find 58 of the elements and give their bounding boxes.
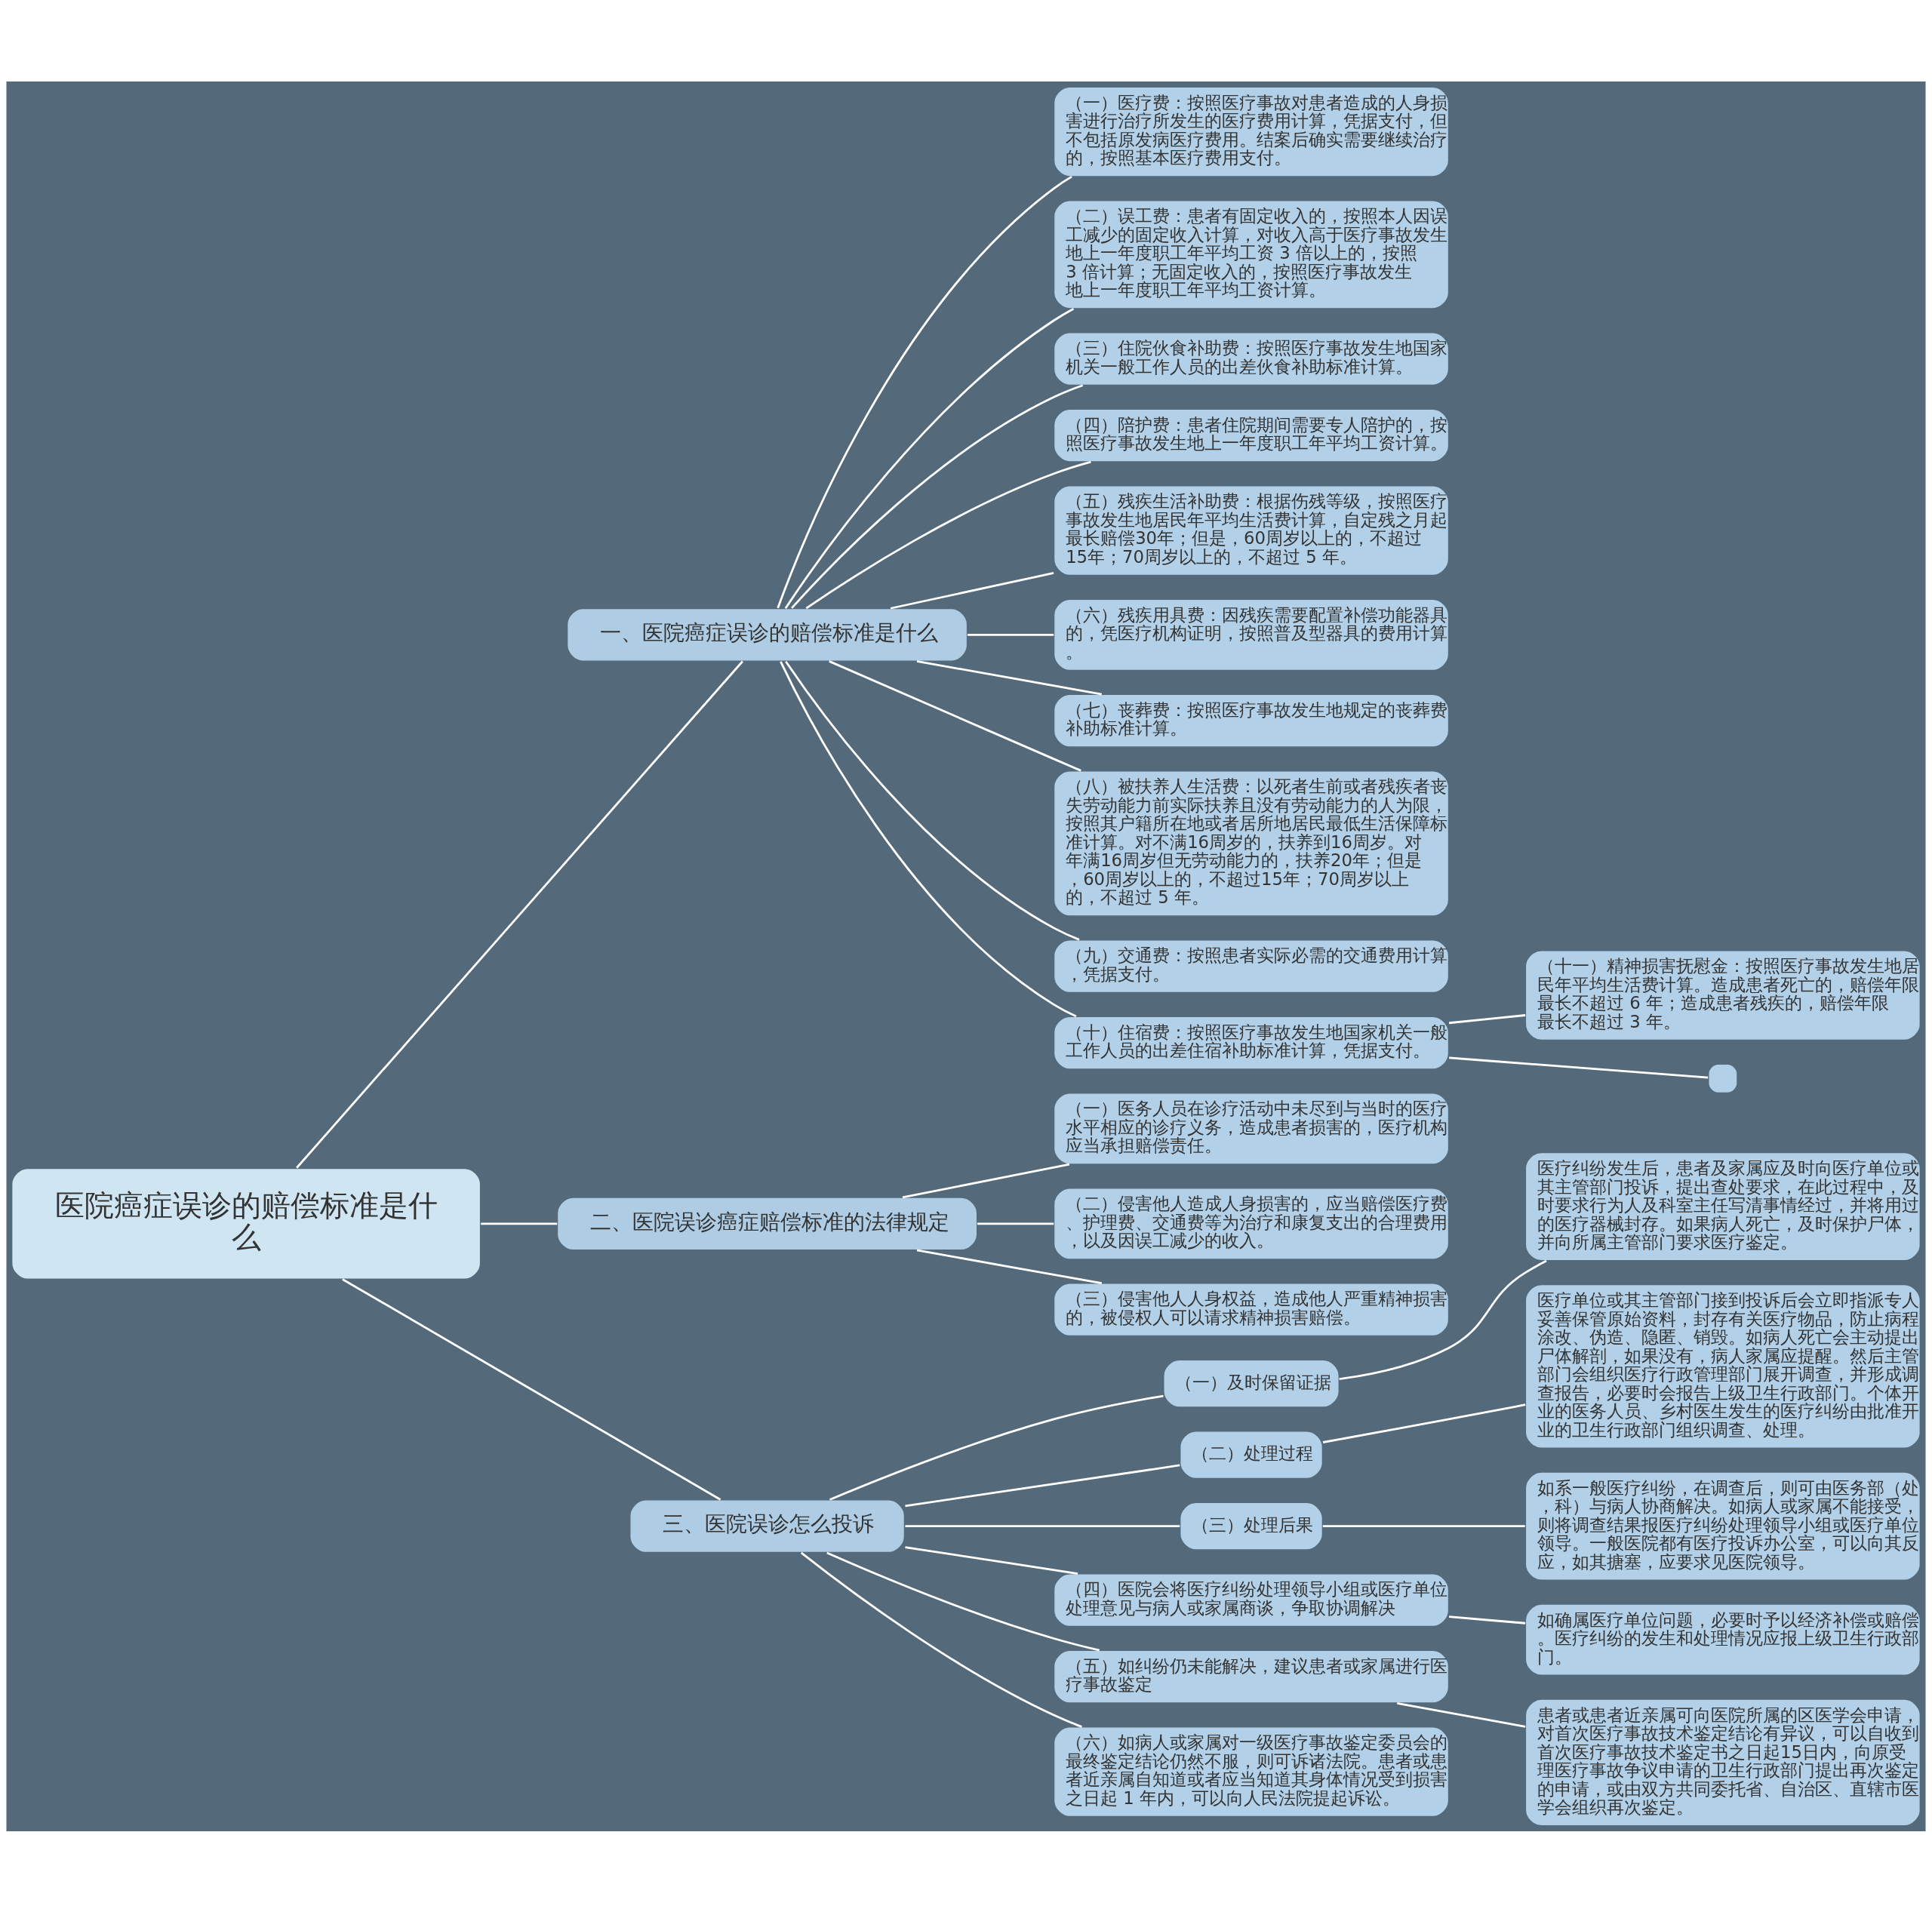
node-box: （一）医务人员在诊疗活动中未尽到与当时的医疗水平相应的诊疗义务，造成患者损害的，医疗机构应当承担赔偿责任。 <box>1053 1092 1450 1165</box>
node-box: （一）医疗费：按照医疗事故对患者造成的人身损害进行治疗所发生的医疗费用计算，凭据支付，但不包括原发病医疗费用。结案后确实需要继续治疗的，按照基本医疗费用支付。 <box>1053 85 1450 177</box>
connector <box>967 633 1054 636</box>
connector <box>784 307 1075 609</box>
connector <box>905 1464 1180 1507</box>
node-box: 医疗纠纷发生后，患者及家属应及时向医疗单位或其主管部门投诉，提出查处要求，在此过程中，及时要求行为人及科室主任写清事情经过，并将用过的医疗器械封存。如果病人死亡，及时保护尸体，并向所属主管部门要求医疗鉴定。 <box>1524 1151 1921 1262</box>
node-box: 一、医院癌症误诊的赔偿标准是什么 <box>566 607 968 662</box>
connector <box>1449 1013 1526 1024</box>
node-box: （五）如纠纷仍未能解决，建议患者或家属进行医疗事故鉴定 <box>1053 1649 1450 1704</box>
connector <box>916 1249 1103 1284</box>
connector <box>1449 1615 1526 1625</box>
node-box: （九）交通费：按照患者实际必需的交通费用计算，凭据支付。 <box>1053 939 1450 993</box>
node-box: 三、医院误诊怎么投诉 <box>629 1499 906 1554</box>
node-box: （八）被扶养人生活费：以死者生前或者残疾者丧失劳动能力前实际扶养且没有劳动能力的人为限，按照其户籍所在地或者居所地居民最低生活保障标准计算。对不满16周岁的，扶养到16周岁。对年满16周岁但无劳动能力的，扶养20年；但是，60周岁以上的，不超过15年；70周岁以上的，不超过 5 年。 <box>1053 770 1450 917</box>
connector <box>777 175 1072 608</box>
connector <box>1322 1524 1525 1527</box>
connector <box>791 383 1084 609</box>
node-box: （五）残疾生活补助费：根据伤残等级，按照医疗事故发生地居民年平均生活费计算，自定残之月起最长赔偿30年；但是，60周岁以上的，不超过15年；70周岁以上的，不超过 5 年。 <box>1053 484 1450 576</box>
node-box: （二）侵害他人造成人身损害的，应当赔偿医疗费、护理费、交通费等为治疗和康复支出的合理费用，以及因误工减少的收入。 <box>1053 1187 1450 1260</box>
node-box: 医院癌症误诊的赔偿标准是什么 <box>11 1167 481 1280</box>
connector <box>829 1394 1164 1501</box>
node-box: 如确属医疗单位问题，必要时予以经济补偿或赔偿。医疗纠纷的发生和处理情况应报上级卫生行政部门。 <box>1524 1603 1921 1676</box>
node-box: （六）残疾用具费：因残疾需要配置补偿功能器具的，凭医疗机构证明，按照普及型器具的费用计算。 <box>1053 598 1450 671</box>
node-box: （三）处理后果 <box>1179 1501 1324 1551</box>
connector <box>916 659 1103 695</box>
connector <box>829 659 1081 772</box>
connector <box>800 1551 1082 1728</box>
node-box: （十一）精神损害抚慰金：按照医疗事故发生地居民年平均生活费计算。造成患者死亡的，赔偿年限最长不超过 6 年；造成患者残疾的，赔偿年限最长不超过 3 年。 <box>1524 949 1921 1041</box>
node-box: （七）丧葬费：按照医疗事故发生地规定的丧葬费补助标准计算。 <box>1053 693 1450 748</box>
connector <box>1339 1259 1547 1380</box>
node-box: （三）住院伙食补助费：按照医疗事故发生地国家机关一般工作人员的出差伙食补助标准计算。 <box>1053 331 1450 386</box>
connector <box>780 660 1077 1017</box>
node-box <box>1707 1062 1738 1093</box>
node-box: 患者或患者近亲属可向医院所属的区医学会申请，对首次医疗事故技术鉴定结论有异议，可以自收到首次医疗事故技术鉴定书之日起15日内，向原受理医疗事故争议申请的卫生行政部门提出再次鉴定的申请，或由双方共同委托省、自治区、直辖市医学会组织再次鉴定。 <box>1524 1698 1921 1827</box>
node-box: （二）误工费：患者有固定收入的，按照本人因误工减少的固定收入计算，对收入高于医疗事故发生地上一年度职工年平均工资 3 倍以上的，按照 3 倍计算；无固定收入的，按照医疗事故发生地上一年度职工年平均工资计算。 <box>1053 199 1450 309</box>
connector <box>296 660 743 1169</box>
connector <box>890 571 1054 610</box>
connector <box>826 1551 1100 1651</box>
connector <box>785 660 1080 941</box>
connector <box>1322 1403 1526 1443</box>
node-box: （三）侵害他人人身权益，造成他人严重精神损害的，被侵权人可以请求精神损害赔偿。 <box>1053 1282 1450 1337</box>
node-box: 如系一般医疗纠纷，在调查后，则可由医务部（处，科）与病人协商解决。如病人或家属不能接受，则将调查结果报医疗纠纷处理领导小组或医疗单位领导。一般医院都有医疗投诉办公室，可以向其反应，如其搪塞，应要求见医院领导。 <box>1524 1471 1921 1581</box>
node-box: 二、医院误诊癌症赔偿标准的法律规定 <box>556 1196 978 1251</box>
node-box: 医疗单位或其主管部门接到投诉后会立即指派专人妥善保管原始资料，封存有关医疗物品，防止病程涂改、伪造、隐匿、销毁。如病人死亡会主动提出尸体解剖，如果没有，病人家属应提醒。然后主管部门会组织医疗行政管理部门展开调查，并形成调查报告，必要时会报告上级卫生行政部门。个体开业的医务人员、乡村医生发生的医疗纠纷由批准开业的卫生行政部门组织调查、处理。 <box>1524 1283 1921 1449</box>
connector <box>805 460 1091 609</box>
connector <box>342 1277 721 1501</box>
node-box: （四）医院会将医疗纠纷处理领导小组或医疗单位处理意见与病人或家属商谈，争取协调解决 <box>1053 1572 1450 1628</box>
connector <box>977 1222 1054 1225</box>
connector <box>905 1524 1180 1527</box>
connector <box>902 1163 1070 1198</box>
connector <box>905 1545 1078 1575</box>
connector <box>1449 1056 1709 1078</box>
node-box: （四）陪护费：患者住院期间需要专人陪护的，按照医疗事故发生地上一年度职工年平均工资计算。 <box>1053 407 1450 463</box>
node-box: （十）住宿费：按照医疗事故发生地国家机关一般工作人员的出差住宿补助标准计算，凭据支付。 <box>1053 1015 1450 1070</box>
node-box: （六）如病人或家属对一级医疗事故鉴定委员会的最终鉴定结论仍然不服，则可诉诸法院。患者或患者近亲属自知道或者应当知道其身体情况受到损害之日起 1 年内，可以向人民法院提起诉讼。 <box>1053 1726 1450 1818</box>
node-box: （一）及时保留证据 <box>1162 1358 1340 1408</box>
node-box: （二）处理过程 <box>1179 1430 1324 1480</box>
connector <box>481 1222 558 1225</box>
